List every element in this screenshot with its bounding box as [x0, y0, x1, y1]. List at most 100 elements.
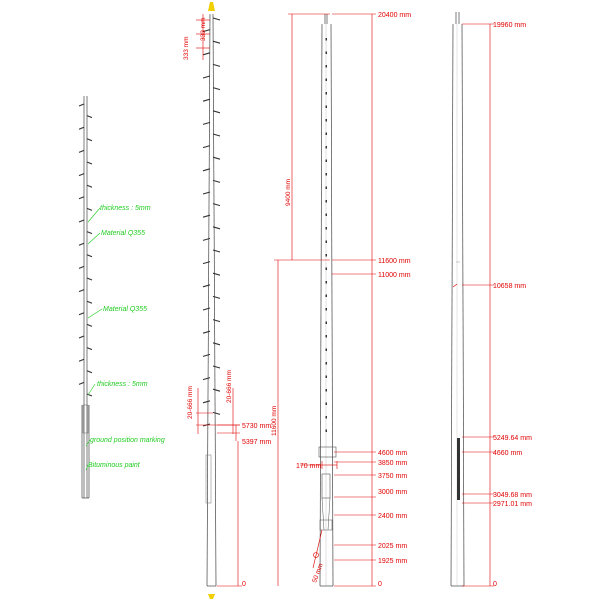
step-bolt [212, 388, 221, 392]
step-bolt [78, 173, 85, 177]
dimension-11600: 11600 mm [271, 259, 330, 586]
step-bolt [202, 214, 211, 218]
step-bolt [212, 156, 221, 160]
bolt-hole [325, 308, 327, 311]
bolt-hole [325, 78, 327, 81]
step-bolt [78, 358, 85, 362]
bolt-hole [325, 294, 327, 297]
bolt-hole [325, 240, 327, 243]
dim-333-a: 333 mm [183, 37, 190, 60]
step-bolt [202, 330, 211, 334]
step-bolt [78, 196, 85, 200]
level-0-view-4: 0 [493, 581, 497, 588]
step-bolt [78, 103, 85, 107]
bolt-hole [325, 65, 327, 68]
step-bolt [212, 40, 221, 44]
step-bolt [86, 254, 93, 258]
step-bolt [78, 219, 85, 223]
step-bolt [78, 265, 85, 269]
annotation-material-top: Material Q355 [87, 230, 145, 245]
step-bolt [78, 312, 85, 316]
level-20400: 20400 mm [378, 12, 411, 19]
level-3000: 3000 mm [378, 489, 407, 496]
bolt-hole [325, 362, 327, 365]
step-bolt [202, 168, 211, 172]
pole-view-4 [450, 12, 465, 587]
bolt-hole [325, 186, 327, 189]
level-11600: 11600 mm [378, 258, 411, 265]
bolt-hole [325, 173, 327, 176]
bolt-hole [325, 105, 327, 108]
annotation-bituminous: Bituminous paint [85, 462, 141, 471]
bolt-hole [325, 92, 327, 95]
annotation-thickness-bottom: thickness : 5mm [87, 381, 148, 396]
bolt-hole [325, 254, 327, 257]
bolt-hole [325, 402, 327, 405]
bolt-hole [325, 38, 327, 41]
dimension-50: 50 mm [311, 529, 325, 584]
bolt-hole [325, 335, 327, 338]
step-bolt [202, 52, 211, 56]
level-5249: 5249.64 mm [493, 435, 532, 442]
bolt-hole [325, 51, 327, 54]
step-bolts [78, 103, 93, 397]
level-4600: 4600 mm [378, 450, 407, 457]
hole-row [325, 38, 327, 432]
dim-11600: 11600 mm [271, 406, 278, 436]
level-11000: 11000 mm [378, 272, 411, 279]
note-material-top: Material Q355 [101, 230, 145, 237]
step-bolt [78, 335, 85, 339]
note-material-mid: Material Q355 [103, 306, 147, 313]
level-19960: 19960 mm [493, 22, 526, 29]
pole-view-2 [202, 2, 221, 599]
bolt-hole [325, 375, 327, 378]
levels-view-4: 19960 mm 10658 mm 5249.64 mm 4660 mm 304… [462, 22, 532, 588]
step-bolt [202, 284, 211, 288]
level-3750: 3750 mm [378, 473, 407, 480]
step-bolt [202, 400, 211, 404]
level-3049: 3049.68 mm [493, 492, 532, 499]
note-ground-marking: ground position marking [90, 437, 165, 444]
step-bolt [86, 184, 93, 188]
step-bolt [86, 161, 93, 165]
step-bolt [202, 29, 211, 33]
step-bolt [212, 342, 221, 346]
step-bolt [202, 307, 211, 311]
step-bolt [202, 98, 211, 102]
level-5397: 5397 mm [242, 439, 271, 446]
level-2971: 2971.01 mm [493, 501, 532, 508]
step-bolt [212, 411, 221, 415]
dim-333-b: 333 mm [200, 18, 207, 41]
bolt-hole [325, 321, 327, 324]
level-0-view-2: 0 [242, 581, 246, 588]
level-0-view-3: 0 [378, 581, 382, 588]
dimension-9400: 9400 mm [285, 13, 330, 260]
step-bolt [212, 110, 221, 114]
annotation-thickness-top: thickness : 5mm [87, 205, 151, 223]
note-thickness-top: thickness : 5mm [100, 205, 151, 212]
levels-view-2: 5730 mm 5397 mm 0 [217, 423, 271, 588]
bolt-hole [325, 132, 327, 135]
step-bolt [202, 261, 211, 265]
bolt-hole [325, 348, 327, 351]
step-bolt [86, 231, 93, 235]
bottom-marker [208, 594, 215, 599]
level-1925: 1925 mm [378, 558, 407, 565]
note-bituminous: Bituminous paint [88, 462, 141, 469]
step-bolt [202, 191, 211, 195]
bolt-hole [325, 281, 327, 284]
step-bolt [86, 370, 93, 374]
dim-20-666-b: 20-666 mm [226, 370, 233, 403]
step-bolt [212, 319, 221, 323]
step-bolt [86, 300, 93, 304]
bolt-hole [325, 389, 327, 392]
step-bolt [86, 347, 93, 351]
step-bolt [202, 353, 211, 357]
level-3850: 3850 mm [378, 460, 407, 467]
bolt-hole [325, 227, 327, 230]
bolt-hole [325, 429, 327, 432]
step-bolt [212, 365, 221, 369]
levels-view-3: 20400 mm 11600 mm 11000 mm 4600 mm 3850 … [332, 12, 411, 588]
step-bolt [78, 149, 85, 153]
